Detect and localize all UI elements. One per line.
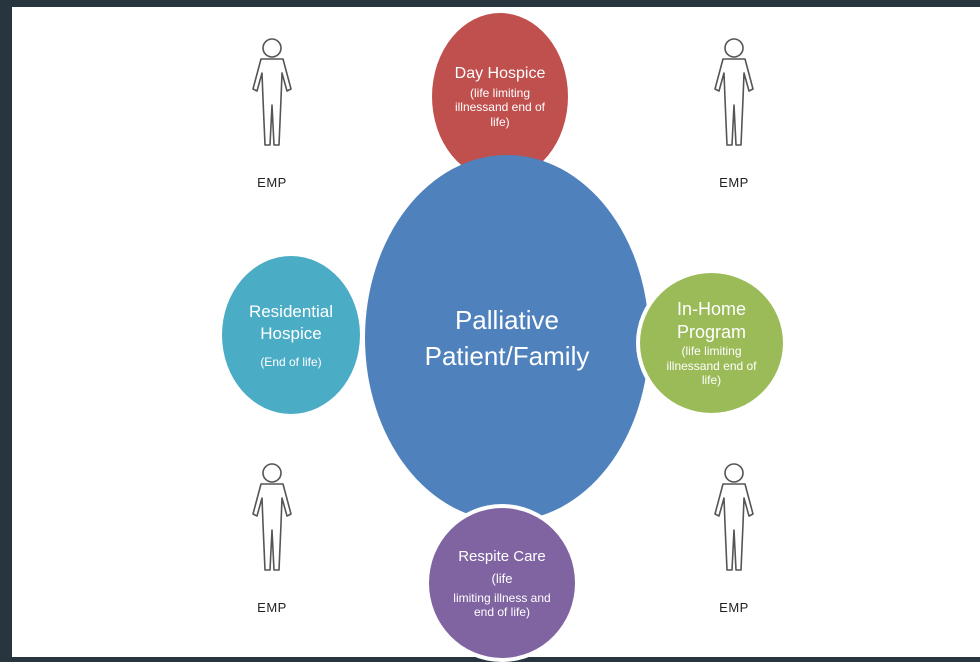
person-outline-icon bbox=[714, 38, 754, 146]
respite-subtitle: limiting illness and end of life) bbox=[453, 590, 551, 620]
emp-figure-top-right: EMP bbox=[694, 37, 774, 192]
person-outline-icon bbox=[252, 38, 292, 146]
in-home-title: In-Home Program bbox=[676, 299, 747, 342]
center-title: Palliative Patient/Family bbox=[424, 304, 590, 371]
emp-label: EMP bbox=[719, 175, 749, 190]
in-home-program-circle: In-Home Program (life limiting illnessan… bbox=[636, 269, 787, 417]
residential-subtitle: (End of life) bbox=[260, 354, 322, 369]
respite-title: Respite Care bbox=[458, 548, 546, 566]
emp-figure-bottom-left: EMP bbox=[232, 462, 312, 617]
palliative-center-oval: Palliative Patient/Family bbox=[365, 155, 649, 521]
emp-label: EMP bbox=[719, 600, 749, 615]
respite-subtitle-inline: (life bbox=[491, 571, 513, 587]
residential-hospice-circle: Residential Hospice (End of life) bbox=[218, 252, 364, 418]
diagram-canvas: Day Hospice (life limiting illnessand en… bbox=[12, 7, 980, 662]
person-outline-icon bbox=[252, 463, 292, 571]
emp-figure-top-left: EMP bbox=[232, 37, 312, 192]
respite-care-circle: Respite Care (life limiting illness and … bbox=[425, 504, 579, 662]
emp-figure-bottom-right: EMP bbox=[694, 462, 774, 617]
emp-label: EMP bbox=[257, 600, 287, 615]
respite-title-block: Respite Care (life bbox=[457, 546, 547, 590]
emp-label: EMP bbox=[257, 175, 287, 190]
residential-title: Residential Hospice bbox=[248, 301, 334, 343]
in-home-subtitle: (life limiting illnessand end of life) bbox=[666, 344, 757, 388]
day-hospice-circle: Day Hospice (life limiting illnessand en… bbox=[428, 9, 572, 184]
day-hospice-subtitle: (life limiting illnessand end of life) bbox=[454, 86, 546, 129]
day-hospice-title: Day Hospice bbox=[454, 64, 546, 82]
person-outline-icon bbox=[714, 463, 754, 571]
